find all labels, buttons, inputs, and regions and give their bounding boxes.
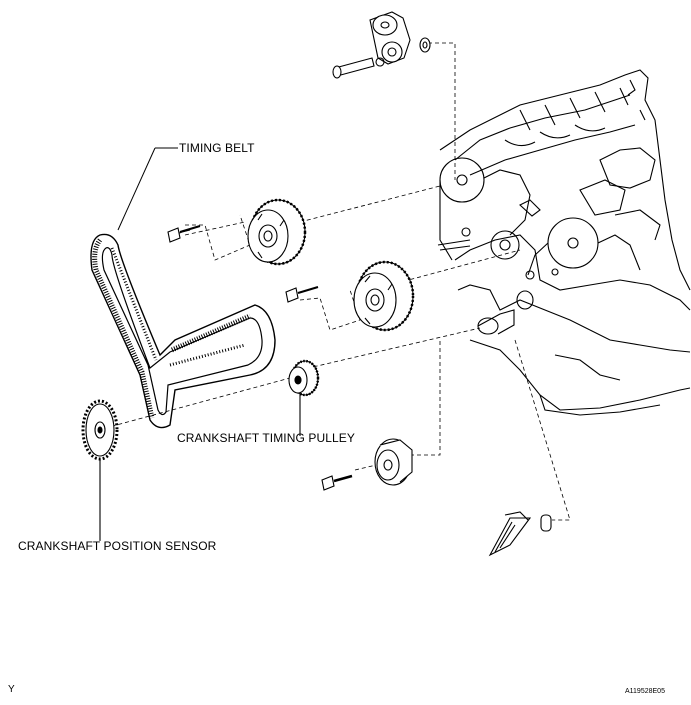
tensioner-pulley-assembly xyxy=(332,11,431,79)
timing-belt-label: TIMING BELT xyxy=(179,141,255,155)
crankshaft-timing-pulley xyxy=(288,359,320,436)
crankshaft-timing-pulley-label: CRANKSHAFT TIMING PULLEY xyxy=(177,431,355,445)
camshaft-pulley-upper xyxy=(167,198,307,266)
timing-belt xyxy=(90,147,276,429)
dashed-alignment-lines xyxy=(97,42,571,521)
crankshaft-position-sensor-plate xyxy=(81,399,119,540)
corner-mark-left: Y xyxy=(8,684,15,695)
camshaft-pulley-lower xyxy=(285,260,415,332)
idler-pulley xyxy=(321,438,413,491)
engine-block xyxy=(437,69,691,416)
crankshaft-position-sensor-label: CRANKSHAFT POSITION SENSOR xyxy=(18,539,217,553)
figure-code: A119528E05 xyxy=(625,688,665,695)
timing-key-parts xyxy=(488,511,552,557)
